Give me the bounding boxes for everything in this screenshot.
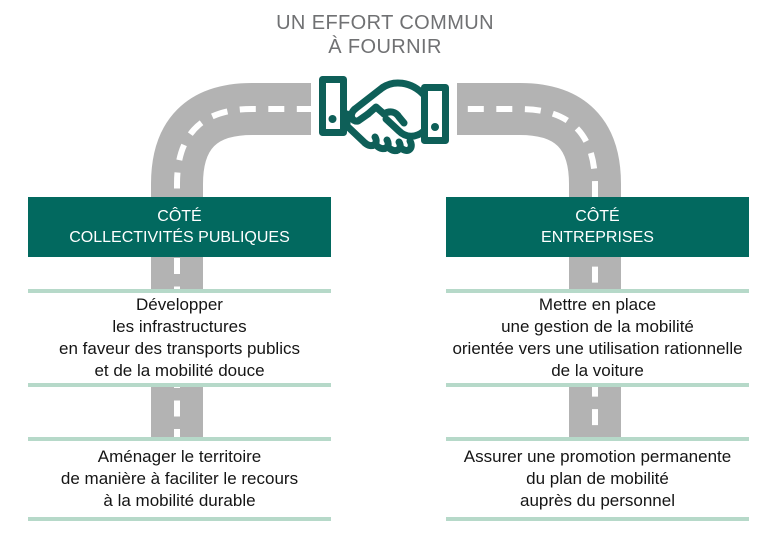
right-cuff-button (431, 123, 439, 131)
divider-rule (446, 383, 749, 387)
divider-rule (446, 437, 749, 441)
upper-hand-bottom-edge (382, 115, 428, 140)
upper-hand-back (351, 79, 428, 113)
right-cuff (421, 84, 449, 144)
text-block-right-2: Assurer une promotion permanente du plan… (446, 441, 749, 517)
handshake-icon (319, 76, 449, 155)
hand-web-notch (364, 103, 388, 118)
text-block-left-1: Développer les infrastructures en faveur… (28, 293, 331, 383)
lower-hand-finger-4 (397, 137, 415, 154)
upper-hand-fingertip (347, 105, 372, 125)
divider-rule (446, 517, 749, 521)
column-header-entreprises: CÔTÉ ENTREPRISES (446, 197, 749, 257)
page-title: UN EFFORT COMMUN À FOURNIR (276, 12, 494, 58)
lower-hand-wrist (343, 110, 369, 147)
divider-rule (28, 437, 331, 441)
divider-rule (28, 383, 331, 387)
divider-rule (28, 517, 331, 521)
left-cuff-button (328, 115, 337, 123)
left-cuff (319, 76, 347, 136)
upper-hand-thumb (380, 108, 408, 127)
divider-rule (446, 289, 749, 293)
column-header-collectivites: CÔTÉ COLLECTIVITÉS PUBLIQUES (28, 197, 331, 257)
text-block-right-1: Mettre en place une gestion de la mobili… (446, 293, 749, 383)
divider-rule (28, 289, 331, 293)
text-block-left-2: Aménager le territoire de manière à faci… (28, 441, 331, 517)
